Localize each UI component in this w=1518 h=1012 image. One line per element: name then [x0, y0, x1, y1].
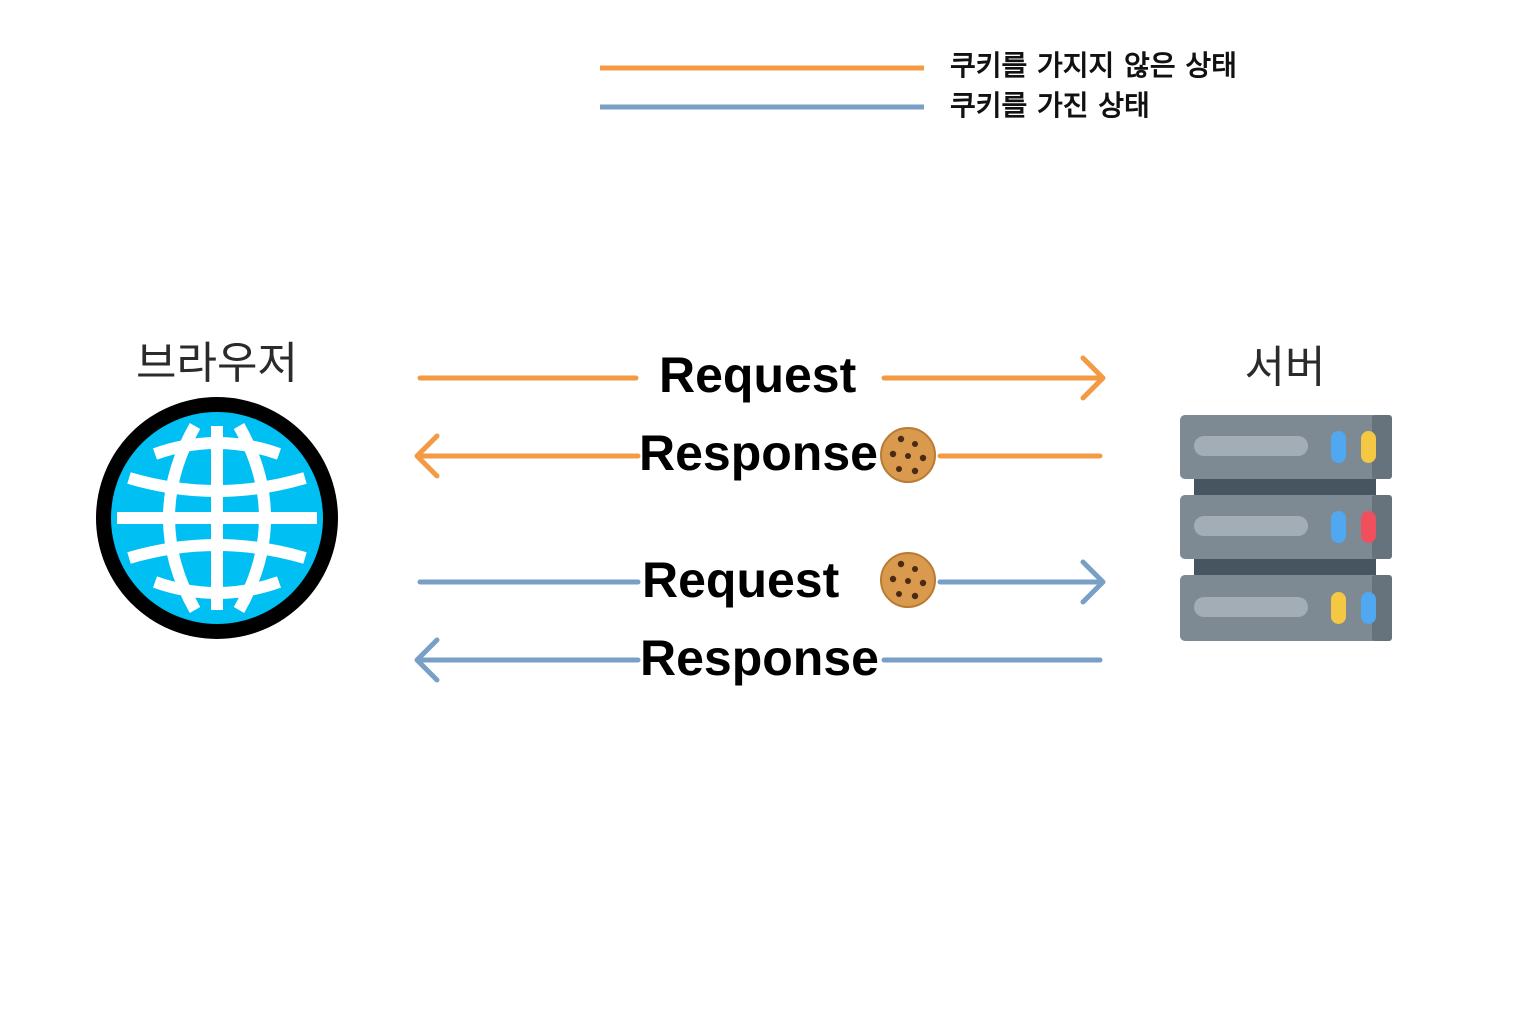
- message-label-response-with-cookie: Response: [640, 630, 879, 686]
- cookie-icon: [880, 427, 936, 483]
- server-title: 서버: [1244, 342, 1326, 393]
- message-label-request-no-cookie: Request: [659, 347, 857, 403]
- legend-lines: [600, 65, 924, 110]
- server-unit-1: [1180, 415, 1392, 479]
- legend-label-with-cookie: 쿠키를 가진 상태: [950, 89, 1150, 122]
- browser-title: 브라우저: [136, 338, 298, 389]
- server-unit-3: [1180, 575, 1392, 641]
- globe-icon: [96, 397, 338, 639]
- cookie-icon: [880, 552, 936, 608]
- arrow-response-no-cookie: [414, 433, 1103, 479]
- arrow-response-with-cookie: [414, 637, 1103, 683]
- legend-label-no-cookie: 쿠키를 가지지 않은 상태: [950, 49, 1237, 82]
- server-rack-icon: [1180, 415, 1392, 641]
- message-label-request-with-cookie: Request: [642, 552, 840, 608]
- server-unit-2: [1180, 495, 1392, 559]
- arrow-request-no-cookie: [417, 355, 1106, 401]
- message-label-response-no-cookie: Response: [639, 425, 878, 481]
- arrow-request-with-cookie: [417, 559, 1106, 605]
